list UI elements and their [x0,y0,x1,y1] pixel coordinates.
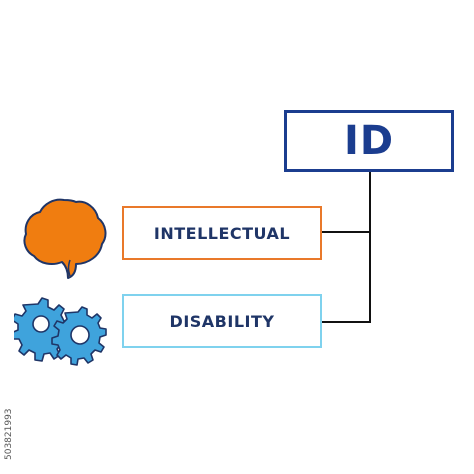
acronym-box: ID [284,110,454,172]
acronym-text: ID [343,118,395,164]
gears-icon [14,297,107,366]
brain-icon [23,198,107,279]
term-text-intellectual: INTELLECTUAL [153,223,291,243]
term-box-disability: DISABILITY [122,294,322,348]
term-box-intellectual: INTELLECTUAL [122,206,322,260]
term-text-disability: DISABILITY [169,311,275,331]
stock-id-watermark: 503821993 [4,408,14,460]
